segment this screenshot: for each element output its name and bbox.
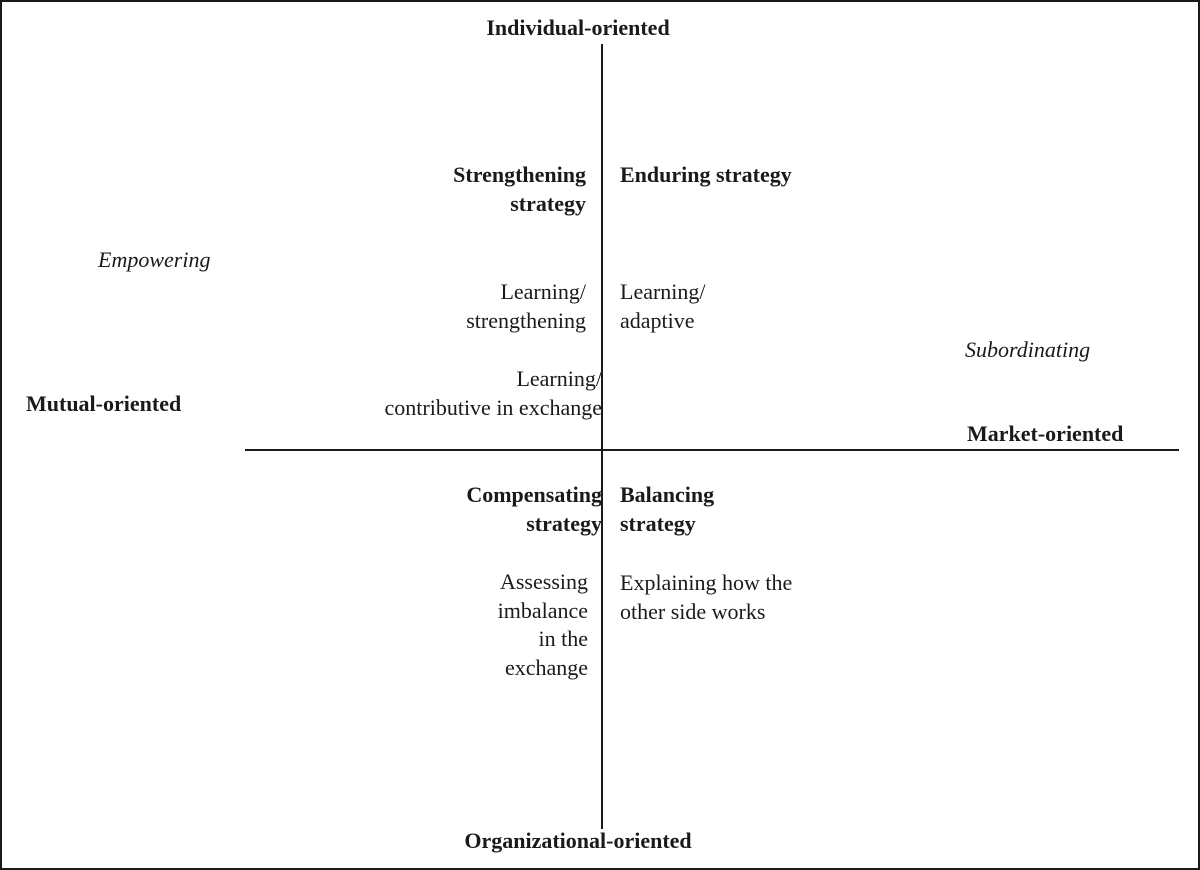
vertical-axis-line [601, 44, 603, 829]
horizontal-axis-line [245, 449, 1179, 451]
quadrant-item-assessing-imbalance: Assessing imbalance in the exchange [497, 569, 588, 680]
axis-label-top: Individual-oriented [486, 15, 670, 40]
quadrant-title-strengthening: Strengthening strategy [453, 162, 586, 216]
axis-label-left: Mutual-oriented [26, 391, 182, 416]
quadrant-item-learning-strengthening: Learning/ strengthening [466, 279, 586, 333]
quadrant-title-balancing: Balancing strategy [620, 482, 715, 536]
quadrant-item-explaining-other-side: Explaining how the other side works [620, 570, 793, 624]
axis-label-right: Market-oriented [967, 421, 1124, 446]
diagonal-label-empowering: Empowering [98, 247, 211, 272]
axis-label-bottom: Organizational-oriented [464, 828, 692, 853]
quadrant-item-learning-contributive: Learning/ contributive in exchange [384, 366, 602, 420]
quadrant-title-enduring: Enduring strategy [620, 162, 792, 187]
quadrant-title-compensating: Compensating strategy [466, 482, 602, 536]
diagonal-label-subordinating: Subordinating [965, 337, 1091, 362]
quadrant-item-learning-adaptive: Learning/ adaptive [620, 279, 706, 333]
